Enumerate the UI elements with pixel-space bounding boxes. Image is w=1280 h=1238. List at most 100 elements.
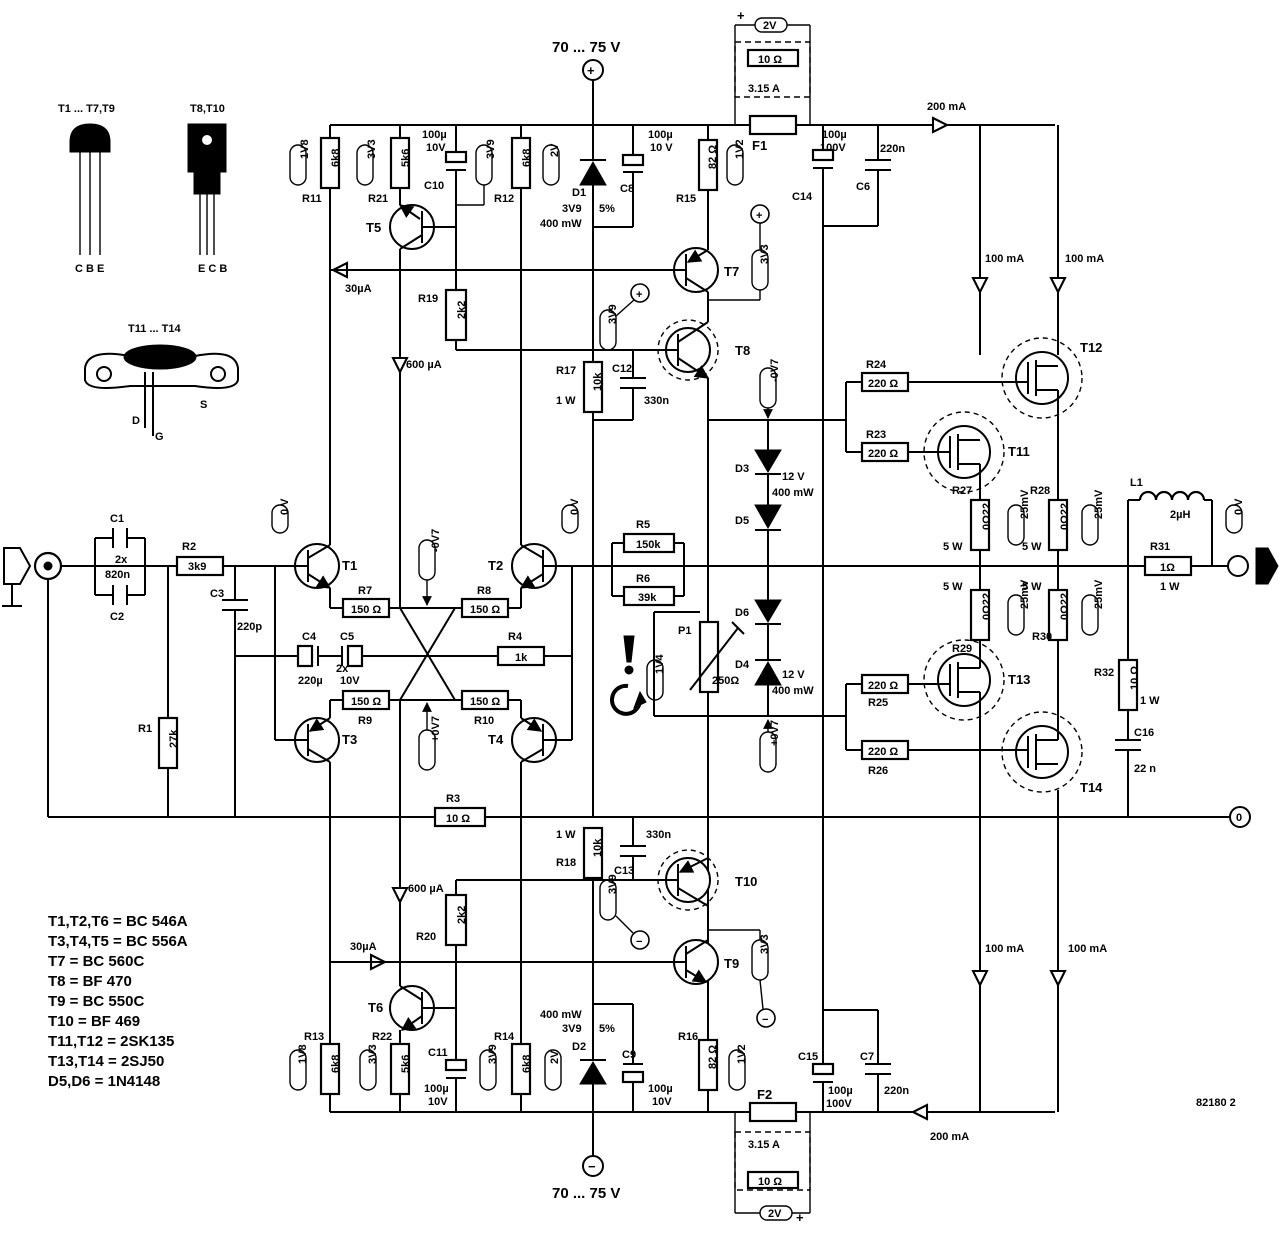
f1-shunt-resistor [746,48,800,68]
r14-value: 6k8 [521,1055,533,1073]
legend-line: T3,T4,T5 = BC 556A [48,933,188,950]
c6-label: C6 [856,181,870,193]
r16-voltage: 1V2 [736,1044,748,1064]
r12-ref: R12 [494,193,514,205]
t8-label: T8 [735,343,750,358]
r25-ref: R25 [868,697,888,709]
negative-terminal-sign: − [588,1159,596,1174]
current-annotations: 200 mA 200 mA 100 mA 100 mA 100 mA 100 m… [340,101,1107,1143]
l1-label: L1 [1130,477,1143,489]
c14-volt: 100V [820,142,846,154]
c12-value: 330n [644,395,669,407]
d2-value: 3V9 [562,1023,582,1035]
c10-volt: 10V [426,142,446,154]
c45-note: 2x [336,663,349,675]
t1-base-voltage-tag [271,504,289,534]
top-rail-current: 200 mA [927,101,966,113]
r7-ref: R7 [358,585,372,597]
mosfet-pin-g: G [155,431,164,443]
r17-value: 10k [592,372,604,391]
legend-line: T1,T2,T6 = BC 546A [48,913,188,930]
emitter-bottom-voltage: +0V7 [430,716,442,742]
r27-ref: R27 [952,485,972,497]
d3-top-voltage: -0V7 [769,359,781,382]
legend-line: T8 = BF 470 [48,973,132,990]
resistor-r2 [175,555,225,577]
r16-ref: R16 [678,1031,698,1043]
c1c2-value: 820n [105,569,130,581]
r10-ref: R10 [474,715,494,727]
ground-terminal-label: 0 [1236,812,1242,824]
r12-value: 6k8 [521,149,533,167]
r13-voltage: 1V8 [297,1044,309,1064]
ground-terminal [1229,806,1251,828]
bottom-bias-current: 30µA [350,941,377,953]
small-package-pins: C B E [75,263,104,275]
p1-voltage: 1V4 [654,654,666,674]
t5-label: T5 [366,220,381,235]
r22-value: 5k6 [400,1055,412,1073]
f1-plus: + [737,8,745,23]
t1-base-voltage: 0 V [279,498,291,515]
capacitor-c4 [296,644,314,668]
t10-minus: − [636,936,642,948]
r31-power: 1 W [1160,581,1180,593]
f2-label: F2 [757,1087,772,1102]
d3-value: 12 V [782,471,805,483]
r7-value: 150 Ω [351,604,381,616]
c13-value: 330n [646,829,671,841]
r28-power: 5 W [1022,541,1042,553]
r8-value: 150 Ω [470,604,500,616]
c4-label: C4 [302,631,317,643]
d6-label: D6 [735,607,749,619]
r18-ref: R18 [556,857,576,869]
t8-voltage: 3V9 [607,304,619,324]
c45-value: 220µ [298,675,323,687]
d4-label: D4 [735,659,750,671]
c6-value: 220n [880,143,905,155]
f2-volt-label: 2V [768,1208,782,1220]
d2-power: 400 mW [540,1009,582,1021]
mosfet-t14-icon [1015,725,1069,779]
small-package-title: T1 ... T7,T9 [58,103,115,115]
r4-ref: R4 [508,631,523,643]
resistor-r3 [433,806,487,828]
c8-volt: 10 V [650,142,673,154]
to92-package-icon [69,123,111,153]
r3-value: 10 Ω [446,813,470,825]
t14-branch-current: 100 mA [1068,943,1107,955]
positive-terminal-sign: + [587,63,595,78]
to126-package-icon [187,123,227,173]
c8-label: C8 [620,183,634,195]
d1-power: 400 mW [540,218,582,230]
c15-label: C15 [798,1051,818,1063]
c9-value: 100µ [648,1083,673,1095]
d1-value: 3V9 [562,203,582,215]
d1-tolerance: 5% [599,203,615,215]
d3-label: D3 [735,463,749,475]
r27-power: 5 W [943,541,963,553]
r11-ref: R11 [302,193,322,205]
r29-value: 0Ω22 [981,593,993,620]
c11-label: C11 [428,1047,448,1059]
r18-power: 1 W [556,829,576,841]
t9-voltage: 3V3 [759,934,771,954]
c14-value: 100µ [822,129,847,141]
r14-voltage: 2V [549,1050,561,1064]
c5-label: C5 [340,631,354,643]
t2-base-voltage-tag [561,504,579,534]
r24-ref: R24 [866,359,887,371]
c10-value: 100µ [422,129,447,141]
package-diagrams: T1 ... T7,T9 C B E T8,T10 E C B T11 ... … [58,103,239,443]
r13-value: 6k8 [330,1055,342,1073]
r19-ref: R19 [418,293,438,305]
fuse-f1 [748,114,798,136]
t7-plus: + [756,210,762,222]
c8-value: 100µ [648,129,673,141]
t2-label: T2 [488,558,503,573]
t13-label: T13 [1008,672,1030,687]
r30-power: 5 W [1022,581,1042,593]
t8-plus: + [636,289,642,301]
t12-branch-current: 100 mA [1065,253,1104,265]
